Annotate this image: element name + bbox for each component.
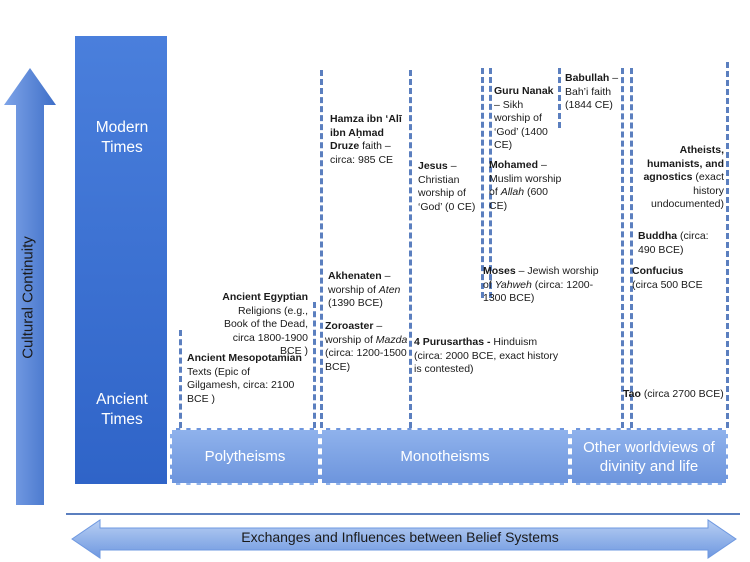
entry-tao: Tao (circa 2700 BCE) [623, 388, 724, 400]
entry-buddha: Buddha (circa: 490 BCE) [638, 230, 709, 256]
cultural-continuity-arrow [4, 68, 56, 505]
entry-mohamed: Mohamed – Muslim worship of Allah (600 C… [489, 159, 562, 212]
era-modern-times: Modern Times [95, 119, 149, 156]
category-other-worldviews: Other worldviews of divinity and life [570, 428, 728, 485]
timeline-line-jesus [409, 70, 412, 428]
exchanges-label: Exchanges and Influences between Belief … [241, 529, 559, 545]
entry-moses: Moses – Jewish worship of Yahweh (circa:… [483, 265, 599, 304]
entry-zoroaster: Zoroaster – worship of Mazda (circa: 120… [325, 320, 408, 373]
cultural-continuity-label: Cultural Continuity [19, 236, 37, 359]
timeline-line-egyptian [313, 302, 316, 428]
era-panel [75, 36, 167, 484]
entry-jesus: Jesus – Christian worship of ‘God’ (0 CE… [418, 160, 476, 213]
timeline-line-druze [320, 70, 323, 428]
timeline-line-mohamed [489, 68, 492, 298]
entry-purusarthas: 4 Purusarthas - Hinduism (circa: 2000 BC… [414, 336, 559, 375]
entry-atheists: Atheists, humanists, and agnostics (exac… [643, 144, 724, 210]
timeline-line-mesopotamian [179, 330, 182, 428]
era-ancient-times: Ancient Times [96, 391, 148, 428]
timeline-line-nanak [481, 68, 484, 298]
category-monotheisms: Monotheisms [320, 428, 570, 485]
entry-egyptian: Ancient Egyptian Religions (e.g., Book o… [222, 291, 308, 357]
entry-confucius: Confucius (circa 500 BCE [632, 265, 703, 291]
timeline-line-tao [621, 68, 624, 428]
timeline-line-confucius [630, 68, 633, 428]
timeline-line-babullah [558, 68, 561, 128]
category-polytheisms: Polytheisms [170, 428, 320, 485]
exchanges-arrow [71, 519, 737, 559]
entry-babullah: Babullah – Bah’i faith (1844 CE) [565, 72, 619, 111]
entry-druze: Hamza ibn ‘Alī ibn Aḥmad Druze faith – c… [330, 113, 402, 166]
entry-mesopotamian: Ancient Mesopotamian Texts (Epic of Gilg… [187, 352, 302, 405]
entry-guru-nanak: Guru Nanak – Sikh worship of ‘God’ (1400… [494, 85, 554, 151]
entry-akhenaten: Akhenaten – worship of Aten (1390 BCE) [328, 270, 401, 309]
timeline-line-atheists [726, 62, 729, 428]
